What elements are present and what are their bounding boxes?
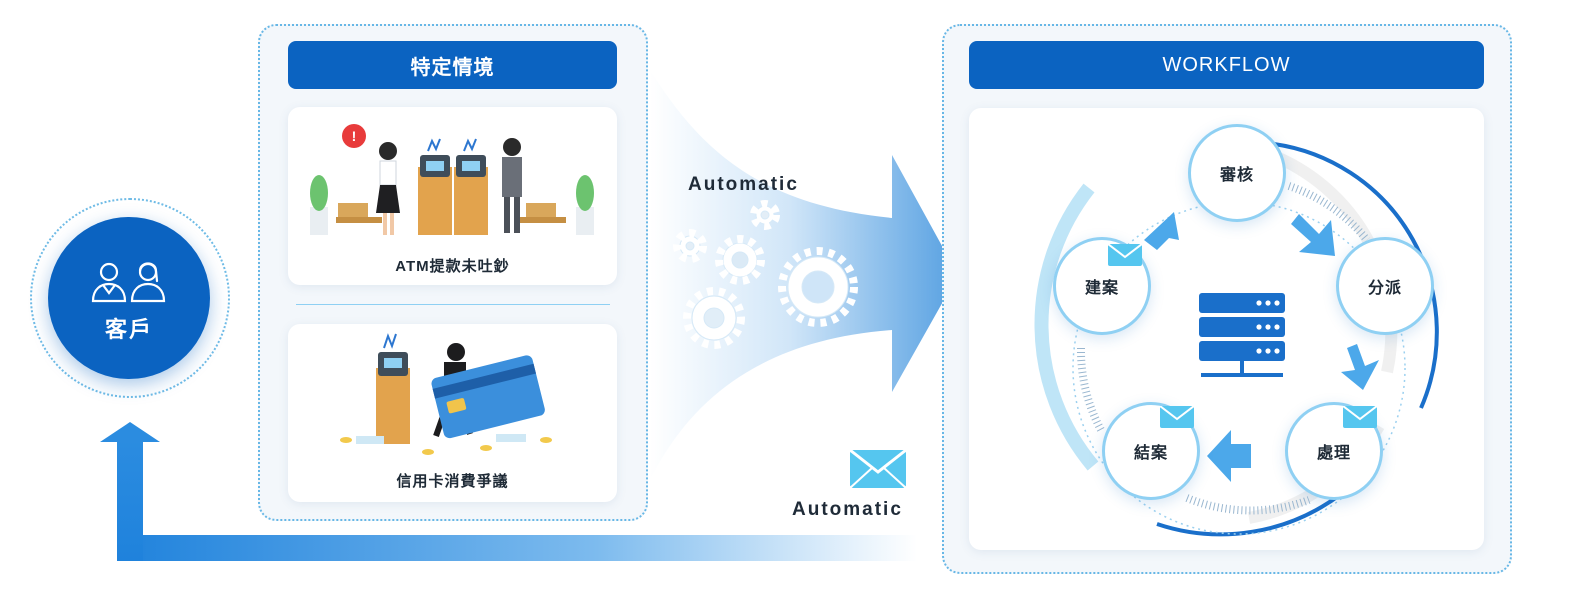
arrow-icon bbox=[1291, 214, 1335, 256]
arrow-icon bbox=[1341, 344, 1379, 390]
mail-icon bbox=[1343, 406, 1377, 428]
scenario-card-label: ATM提款未吐鈔 bbox=[395, 258, 510, 275]
mail-icon bbox=[1108, 244, 1142, 266]
people-icon bbox=[91, 262, 166, 303]
automation-label-bottom: Automatic bbox=[792, 499, 903, 520]
return-arrow-head bbox=[100, 422, 160, 442]
customer-label: 客戶 bbox=[104, 317, 153, 342]
scenario-card-atm[interactable]: ! ATM提款未吐鈔 bbox=[288, 107, 617, 285]
mail-icon bbox=[1160, 406, 1194, 428]
server-icon bbox=[1199, 293, 1285, 377]
workflow-step-process[interactable]: 處理 bbox=[1285, 402, 1383, 500]
arrow-icon bbox=[1144, 212, 1179, 250]
gear-icon bbox=[679, 205, 849, 341]
scenario-card-credit-card[interactable]: 信用卡消費爭議 bbox=[288, 324, 617, 502]
atm-illustration: ! bbox=[310, 124, 594, 235]
mail-icon bbox=[849, 448, 907, 489]
credit-card-fraud-illustration bbox=[340, 333, 552, 455]
arrow-icon bbox=[1207, 430, 1251, 482]
scenario-title: 特定情境 bbox=[288, 41, 617, 89]
svg-text:!: ! bbox=[352, 128, 357, 144]
customer-node bbox=[48, 217, 210, 379]
customer-ring bbox=[30, 198, 230, 398]
workflow-step-assign[interactable]: 分派 bbox=[1336, 237, 1434, 335]
scenario-card-label: 信用卡消費爭議 bbox=[396, 473, 509, 490]
automation-label-top: Automatic bbox=[688, 174, 799, 195]
workflow-title: WORKFLOW bbox=[969, 41, 1484, 89]
return-arrow-shaft bbox=[117, 535, 917, 561]
return-arrow-stem bbox=[117, 440, 143, 561]
divider bbox=[296, 304, 610, 305]
workflow-step-review[interactable]: 審核 bbox=[1188, 124, 1286, 222]
